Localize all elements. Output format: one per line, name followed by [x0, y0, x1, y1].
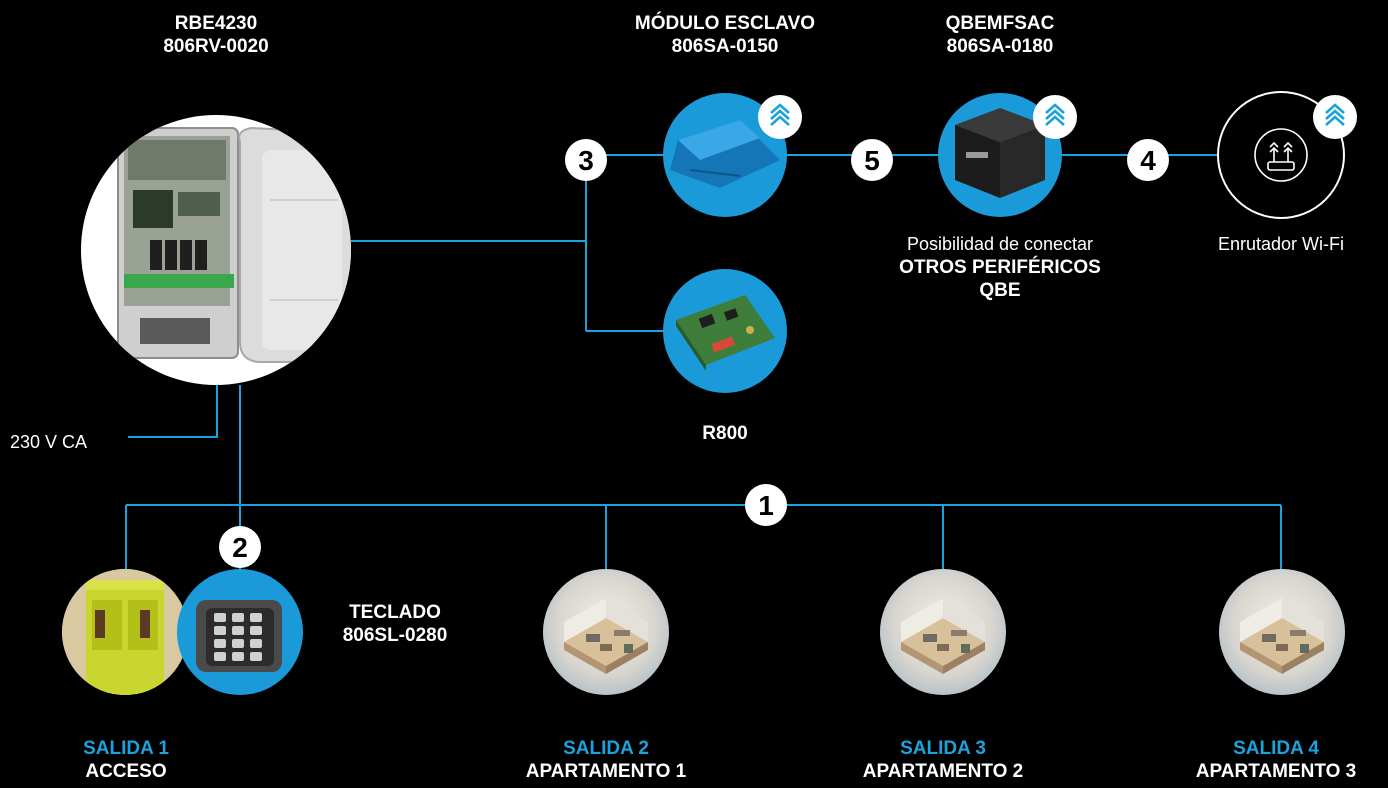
router-label: Enrutador Wi-Fi	[1217, 234, 1345, 254]
keypad-node	[177, 569, 303, 695]
black-cube-photo	[955, 108, 1045, 198]
connection-marker-2: 2	[219, 526, 261, 568]
power-label: 230 V CA	[10, 432, 88, 452]
qbe-wifi-chevrons-icon	[756, 93, 804, 141]
door-node	[62, 569, 188, 695]
keypad-name: TECLADO	[349, 602, 441, 623]
output-label-4: SALIDA 4 APARTAMENTO 3	[1166, 737, 1386, 783]
svg-text:5: 5	[864, 145, 880, 176]
svg-text:2: 2	[232, 532, 248, 563]
keypad-code: 806SL-0280	[342, 625, 448, 646]
connection-marker-3: 3	[565, 139, 607, 181]
slave-module-label: MÓDULO ESCLAVO 806SA-0150	[595, 12, 855, 58]
svg-text:4: 4	[1140, 145, 1156, 176]
gateway-name: QBEMFSAC	[945, 13, 1055, 34]
output-title: SALIDA 4	[1233, 738, 1319, 759]
router-icon	[1254, 128, 1308, 182]
gateway-code: 806SA-0180	[946, 36, 1054, 57]
gateway-note-line1: Posibilidad de conectar	[906, 234, 1094, 254]
router-node	[1217, 91, 1359, 219]
gateway-label: QBEMFSAC 806SA-0180	[910, 12, 1090, 58]
gateway-note-line3: QBE	[979, 280, 1021, 301]
receiver-node	[663, 269, 787, 393]
keypad-label: TECLADO 806SL-0280	[315, 601, 475, 647]
slave-module-code: 806SA-0150	[671, 36, 779, 57]
control-board-photo	[117, 126, 351, 363]
output-label-2: SALIDA 2 APARTAMENTO 1	[486, 737, 726, 783]
output-title: SALIDA 3	[900, 738, 986, 759]
connection-marker-5: 5	[851, 139, 893, 181]
output-name: APARTAMENTO 2	[862, 761, 1024, 782]
gateway-note: Posibilidad de conectar OTROS PERIFÉRICO…	[865, 233, 1135, 302]
blue-module-photo	[670, 120, 780, 188]
svg-text:3: 3	[578, 145, 594, 176]
gateway-node	[938, 93, 1079, 217]
connection-marker-4: 4	[1127, 139, 1169, 181]
output-label-3: SALIDA 3 APARTAMENTO 2	[823, 737, 1063, 783]
output-label-1: SALIDA 1 ACCESO	[46, 737, 206, 783]
apartment-node-2	[880, 569, 1006, 695]
svg-text:1: 1	[758, 490, 774, 521]
qbe-wifi-chevrons-icon	[1031, 93, 1079, 141]
gateway-note-line2: OTROS PERIFÉRICOS	[899, 257, 1101, 278]
keypad-photo	[196, 600, 282, 672]
circuit-card-photo	[676, 295, 775, 371]
connection-marker-1: 1	[745, 484, 787, 526]
output-name: APARTAMENTO 3	[1195, 761, 1357, 782]
output-title: SALIDA 1	[83, 738, 169, 759]
receiver-label: R800	[702, 423, 748, 444]
output-name: ACCESO	[85, 761, 167, 782]
output-name: APARTAMENTO 1	[525, 761, 687, 782]
output-title: SALIDA 2	[563, 738, 649, 759]
controller-code: 806RV-0020	[163, 36, 269, 57]
apartment-node-1	[543, 569, 669, 695]
yellow-door-photo	[62, 569, 188, 695]
apartment-node-3	[1219, 569, 1345, 695]
slave-module-name: MÓDULO ESCLAVO	[634, 13, 816, 34]
slave-module-node	[663, 93, 804, 217]
qbe-wifi-chevrons-icon	[1311, 93, 1359, 141]
controller-name: RBE4230	[174, 13, 258, 34]
controller-node	[81, 115, 351, 385]
controller-label: RBE4230 806RV-0020	[136, 12, 296, 58]
